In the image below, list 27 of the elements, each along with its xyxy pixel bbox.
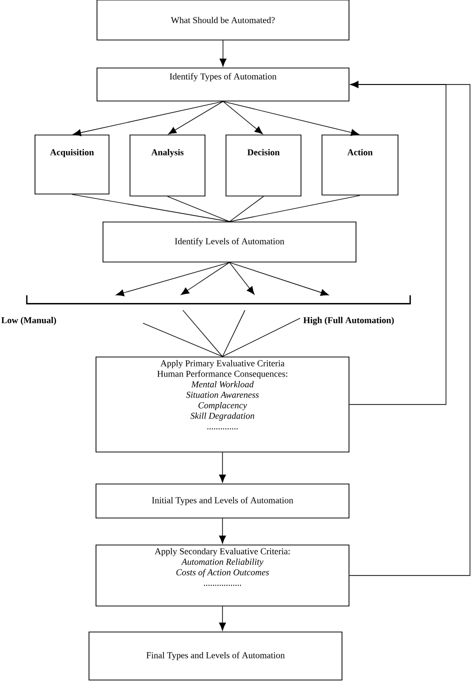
process-box: Identify Levels of Automation bbox=[102, 222, 356, 262]
category-box: Decision bbox=[226, 134, 302, 196]
arrow bbox=[219, 606, 226, 631]
arrow bbox=[116, 262, 230, 296]
process-box: Final Types and Levels of Automation bbox=[88, 632, 342, 680]
category-box: Analysis bbox=[130, 134, 206, 196]
arrow bbox=[219, 518, 226, 544]
arrow bbox=[219, 452, 226, 483]
arrow bbox=[220, 40, 226, 67]
category-box: Acquisition bbox=[34, 134, 110, 194]
arrow bbox=[222, 101, 263, 134]
scale-bracket bbox=[26, 295, 411, 304]
scale-label: High (Full Automation) bbox=[303, 316, 394, 326]
criteria-box: Apply Secondary Evaluative Criteria: Automation Reliability Costs of Action Outcomes ................. bbox=[96, 544, 350, 606]
arrow bbox=[229, 262, 329, 296]
process-box: What Should be Automated? bbox=[96, 0, 350, 40]
arrow bbox=[72, 101, 224, 136]
arrow bbox=[180, 262, 230, 295]
arrow bbox=[229, 262, 254, 295]
arrow bbox=[349, 81, 470, 576]
arrow bbox=[168, 101, 224, 134]
category-box: Action bbox=[322, 134, 398, 196]
scale-label: Low (Manual) bbox=[1, 316, 56, 326]
arrow bbox=[222, 101, 360, 136]
process-box: Identify Types of Automation bbox=[96, 68, 350, 102]
criteria-box: Apply Primary Evaluative Criteria Human Performance Consequences: Mental Workload Situation Awareness Complacency Skill Degradation .............. bbox=[96, 356, 350, 452]
process-box: Initial Types and Levels of Automation bbox=[96, 484, 350, 518]
